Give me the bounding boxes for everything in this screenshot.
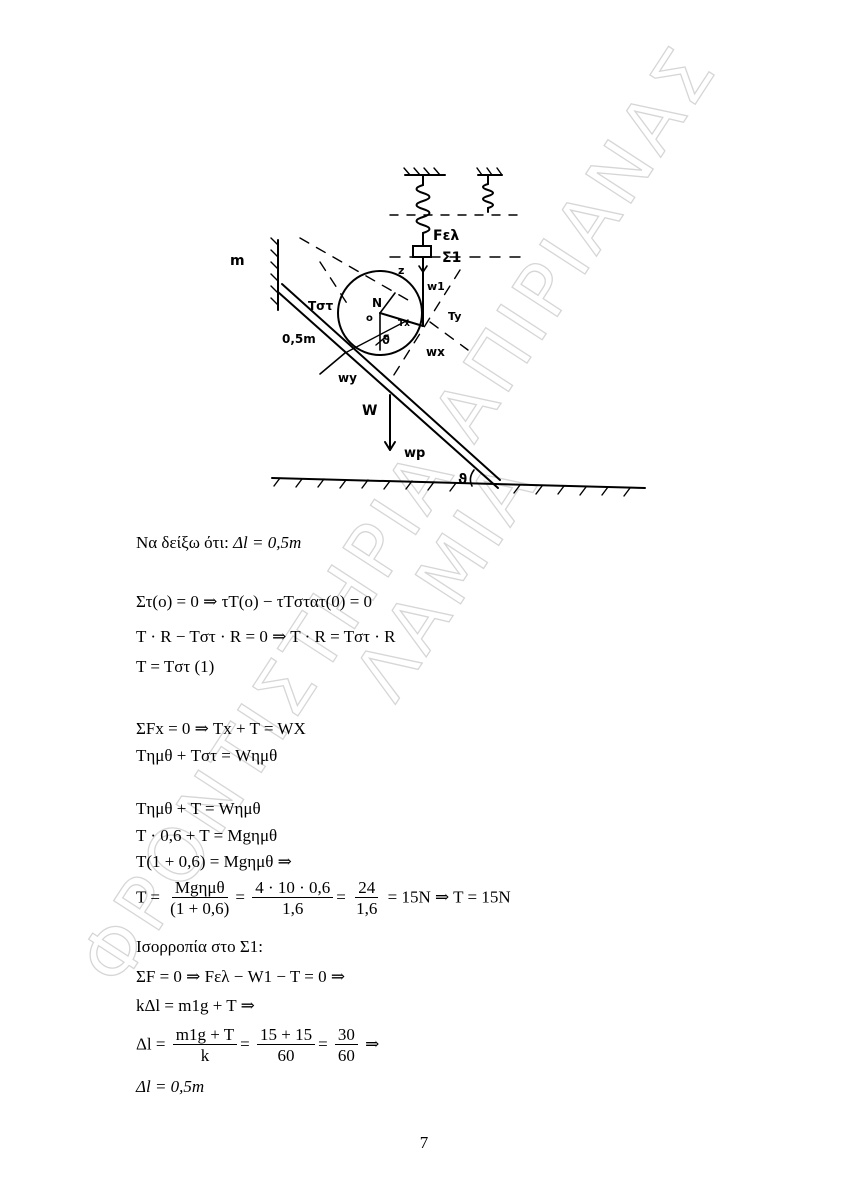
fraction: 30 60 xyxy=(334,1025,358,1066)
fraction-denominator: 1,6 xyxy=(282,899,304,918)
label-fel: Fελ xyxy=(433,228,459,244)
fraction-numerator: m1g + T xyxy=(172,1025,238,1045)
label-theta-ground: ϑ xyxy=(458,472,467,488)
final-result: Δl = 0,5m xyxy=(136,1077,205,1096)
label-w1: w1 xyxy=(427,280,445,293)
force-line-2: Tημθ + Tστ = Wημθ xyxy=(136,746,278,765)
force-line-1: ΣFx = 0 ⇒ Tx + T = WX xyxy=(136,719,306,738)
label-wx: wx xyxy=(426,345,445,359)
prove-label: Να δείξω ότι: xyxy=(136,533,229,552)
fraction-denominator: 60 xyxy=(337,1046,355,1065)
page-number: 7 xyxy=(419,1133,429,1152)
fraction: m1g + T k xyxy=(172,1025,238,1066)
torque-line-3: T = Tστ (1) xyxy=(136,657,215,676)
label-tx: Tx xyxy=(398,319,410,329)
calc-4-tail: = 15N ⇒ T = 15N xyxy=(387,887,511,907)
eq-3-tail: ⇒ xyxy=(365,1034,380,1054)
label-n: N xyxy=(372,296,382,310)
equilibrium-line-1: ΣF = 0 ⇒ Fελ − W1 − T = 0 ⇒ xyxy=(136,967,346,986)
fraction-denominator: 60 xyxy=(277,1046,295,1065)
calc-4-lhs: T = xyxy=(136,887,160,907)
prove-line: Να δείξω ότι: Δl = 0,5m xyxy=(136,533,301,553)
calc-line-3: T(1 + 0,6) = Mgημθ ⇒ xyxy=(136,852,292,871)
label-z: z xyxy=(398,264,404,277)
label-theta-center: ϑ xyxy=(382,333,390,347)
equilibrium-line-3: Δl = m1g + T k = 15 + 15 60 = 30 60 ⇒ xyxy=(136,1025,380,1066)
fraction: 15 + 15 60 xyxy=(256,1025,316,1066)
fraction-numerator: 4 · 10 · 0,6 xyxy=(252,878,334,898)
fraction-denominator: 1,6 xyxy=(356,899,378,918)
fraction: 24 1,6 xyxy=(353,878,380,919)
label-w: W xyxy=(362,403,377,419)
fraction: Mgημθ (1 + 0,6) xyxy=(167,878,232,919)
label-wp: wp xyxy=(404,446,425,461)
label-wy: wy xyxy=(338,371,357,385)
eq-3-lhs: Δl = xyxy=(136,1034,166,1054)
calc-line-2: T · 0,6 + T = Mgημθ xyxy=(136,826,278,845)
calc-line-1: Tημθ + T = Wημθ xyxy=(136,799,261,818)
fraction-denominator: k xyxy=(200,1046,210,1065)
fraction-numerator: 15 + 15 xyxy=(256,1025,316,1045)
equilibrium-label: Ισορροπία στο Σ1: xyxy=(136,937,263,956)
prove-equation: Δl = 0,5m xyxy=(233,533,302,552)
equilibrium-line-4: Δl = 0,5m xyxy=(136,1077,204,1097)
label-half-m: 0,5m xyxy=(282,332,316,346)
label-ty: Ty xyxy=(448,310,461,323)
torque-line-1: Στ(o) = 0 ⇒ τT(o) − τTστατ(0) = 0 xyxy=(136,592,373,611)
calc-line-4: T = Mgημθ (1 + 0,6) = 4 · 10 · 0,6 1,6 =… xyxy=(136,878,511,919)
label-o: o xyxy=(366,313,373,324)
physics-diagram: m Fελ Σ1 z w1 Tστ N o 0,5m ϑ wx wy W wp … xyxy=(230,167,646,497)
fraction-numerator: 30 xyxy=(334,1025,358,1045)
label-m: m xyxy=(230,253,245,269)
label-sigma1: Σ1 xyxy=(442,250,461,266)
label-tst: Tστ xyxy=(308,299,334,313)
fraction: 4 · 10 · 0,6 1,6 xyxy=(252,878,334,919)
fraction-numerator: Mgημθ xyxy=(171,878,228,898)
fraction-denominator: (1 + 0,6) xyxy=(170,899,230,918)
equilibrium-line-2: kΔl = m1g + T ⇒ xyxy=(136,996,255,1015)
fraction-numerator: 24 xyxy=(355,878,379,898)
torque-line-2: T · R − Tστ · R = 0 ⇒ T · R = Tστ · R xyxy=(136,627,396,646)
